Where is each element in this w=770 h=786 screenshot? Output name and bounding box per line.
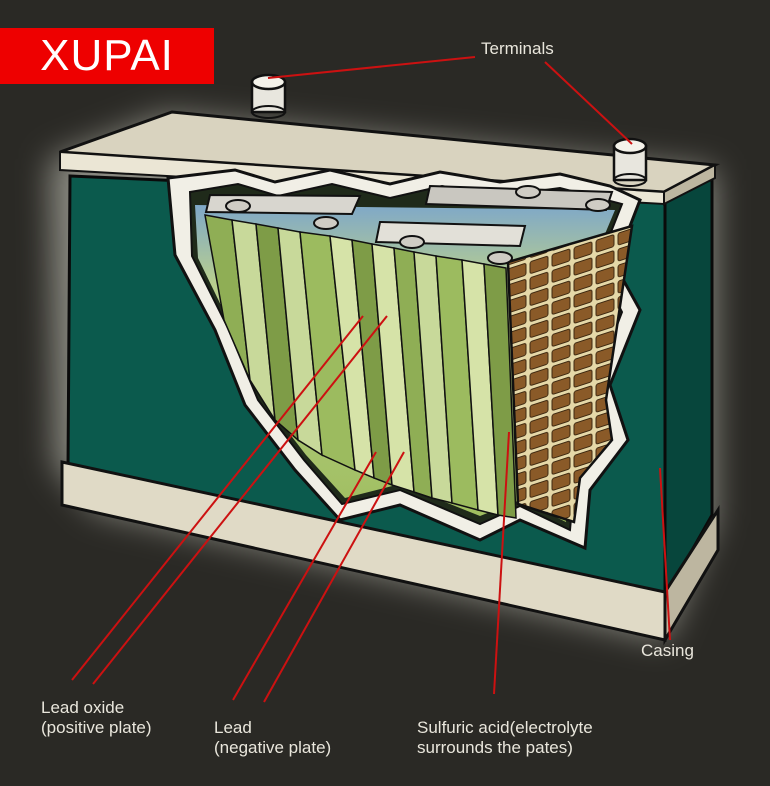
leader-line-electrolyte xyxy=(493,431,510,695)
terminal-left xyxy=(250,73,287,119)
label-lead-subtitle: (negative plate) xyxy=(214,738,332,757)
positive-plate-grid xyxy=(506,224,634,524)
leader-line-lead-b xyxy=(263,451,405,703)
label-lead-oxide-subtitle: (positive plate) xyxy=(41,718,152,737)
leader-line-lead-a xyxy=(232,451,377,701)
leader-lines xyxy=(71,56,671,703)
label-electrolyte-title: Sulfuric acid(electrolyte xyxy=(417,718,593,737)
plate-stack-left xyxy=(204,214,323,457)
terminal-right xyxy=(612,137,648,187)
label-electrolyte-subtitle: surrounds the pates) xyxy=(417,738,573,757)
leader-line-casing xyxy=(659,467,671,641)
leader-line-terminal-right xyxy=(544,61,633,145)
label-lead-title: Lead xyxy=(214,718,252,737)
leader-line-terminal-left xyxy=(267,56,476,79)
label-casing: Casing xyxy=(641,641,694,660)
leader-line-lead-oxide-b xyxy=(92,315,388,685)
label-lead-oxide-title: Lead oxide xyxy=(41,698,125,717)
cell-connectors xyxy=(204,184,614,265)
brand-banner xyxy=(0,28,214,84)
plate-stack-middle xyxy=(299,231,453,504)
brand-logo-text: XUPAI xyxy=(40,31,174,80)
label-terminals: Terminals xyxy=(481,39,554,58)
leader-line-lead-oxide-a xyxy=(71,315,364,681)
